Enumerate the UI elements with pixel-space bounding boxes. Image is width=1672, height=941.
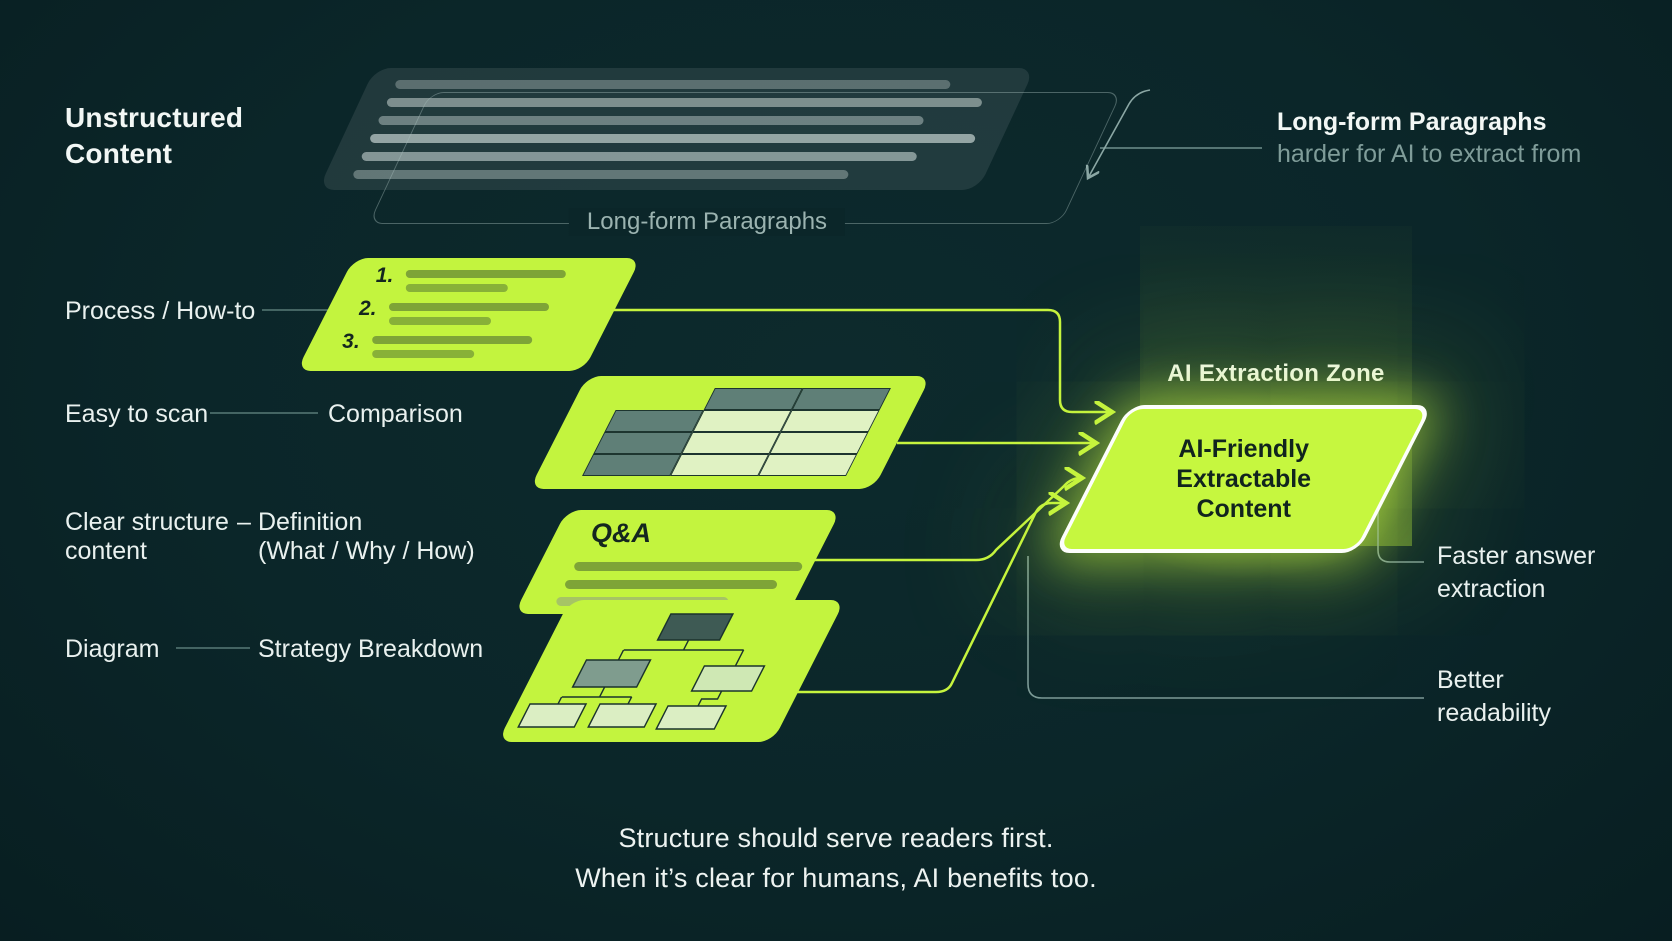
- ai-block-line-3: Content: [1196, 495, 1291, 523]
- numbered-list-block: 1. 2. 3.: [296, 258, 641, 371]
- text-line-bar: [405, 284, 508, 292]
- caption-line-2: When it’s clear for humans, AI benefits …: [575, 863, 1097, 893]
- list-number: 1.: [375, 264, 394, 287]
- table-cell: [681, 432, 781, 454]
- row-sublabel-definition: Definition: [258, 508, 363, 536]
- benefit-faster-extraction: Faster answer extraction: [1437, 540, 1595, 606]
- benefit-line: extraction: [1437, 575, 1546, 603]
- list-number: 3.: [342, 330, 360, 353]
- qna-block: Q&A: [514, 510, 841, 614]
- table-cell: [692, 410, 792, 432]
- table-row-header-cell: [604, 410, 704, 432]
- list-item: 3.: [342, 330, 532, 358]
- text-line-bar: [388, 317, 491, 325]
- footer-caption: Structure should serve readers first. Wh…: [0, 818, 1672, 898]
- ai-block-line-1: AI-Friendly: [1177, 435, 1309, 463]
- table-cell: [769, 432, 869, 454]
- longform-block-label: Long-form Paragraphs: [568, 208, 846, 236]
- ai-friendly-content-text: AI-Friendly Extractable Content: [1176, 434, 1311, 524]
- row-sublabel-comparison: Comparison: [328, 400, 463, 428]
- longform-outline-frame: [368, 92, 1122, 224]
- caption-line-1: Structure should serve readers first.: [618, 823, 1054, 853]
- text-line-bar: [388, 303, 549, 311]
- table-cell: [616, 388, 715, 410]
- text-line-bar: [371, 350, 474, 358]
- table-cell: [758, 454, 858, 476]
- benefit-line: readability: [1437, 699, 1551, 727]
- table-row-header-cell: [593, 432, 693, 454]
- table-cell: [670, 454, 770, 476]
- text-line-bar: [371, 336, 532, 344]
- benefit-line: Faster answer: [1437, 542, 1596, 570]
- strategy-breakdown-block: [497, 600, 845, 742]
- qna-block-title: Q&A: [591, 518, 652, 548]
- row-label-easy-to-scan: Easy to scan: [65, 400, 209, 428]
- text-line-bar: [574, 562, 803, 571]
- ai-block-line-2: Extractable: [1175, 465, 1311, 493]
- text-line-bar: [395, 80, 951, 89]
- strategy-flow-arrow-icon: [795, 503, 1066, 694]
- benefit-better-readability: Better readability: [1437, 664, 1551, 730]
- row-sublabel-definition-detail: (What / Why / How): [258, 537, 475, 565]
- list-item: 2.: [359, 297, 549, 325]
- comparison-table-block: [529, 376, 931, 489]
- table-header-cell: [791, 388, 891, 410]
- dash-separator: –: [237, 508, 251, 536]
- row-sublabel-strategy: Strategy Breakdown: [258, 635, 484, 663]
- list-item: 1.: [376, 264, 566, 292]
- text-line-bar: [565, 580, 778, 589]
- list-number: 2.: [358, 297, 377, 320]
- comparison-table: [582, 388, 891, 476]
- longform-annotation-title: Long-form Paragraphs: [1277, 108, 1547, 136]
- text-line-bar: [405, 270, 566, 278]
- page-title: Unstructured Content: [65, 102, 244, 169]
- row-label-process: Process / How-to: [65, 297, 256, 325]
- ai-extraction-zone-label: AI Extraction Zone: [1167, 360, 1385, 387]
- table-cell: [780, 410, 880, 432]
- row-label-diagram: Diagram: [65, 635, 160, 663]
- longform-annotation-subtitle: harder for AI to extract from: [1277, 140, 1582, 168]
- table-row-header-cell: [582, 454, 682, 476]
- table-header-cell: [703, 388, 803, 410]
- org-chart-icon: [517, 613, 766, 730]
- row-label-clear-structure: Clear structure content: [65, 508, 229, 565]
- benefit-line: Better: [1437, 666, 1504, 694]
